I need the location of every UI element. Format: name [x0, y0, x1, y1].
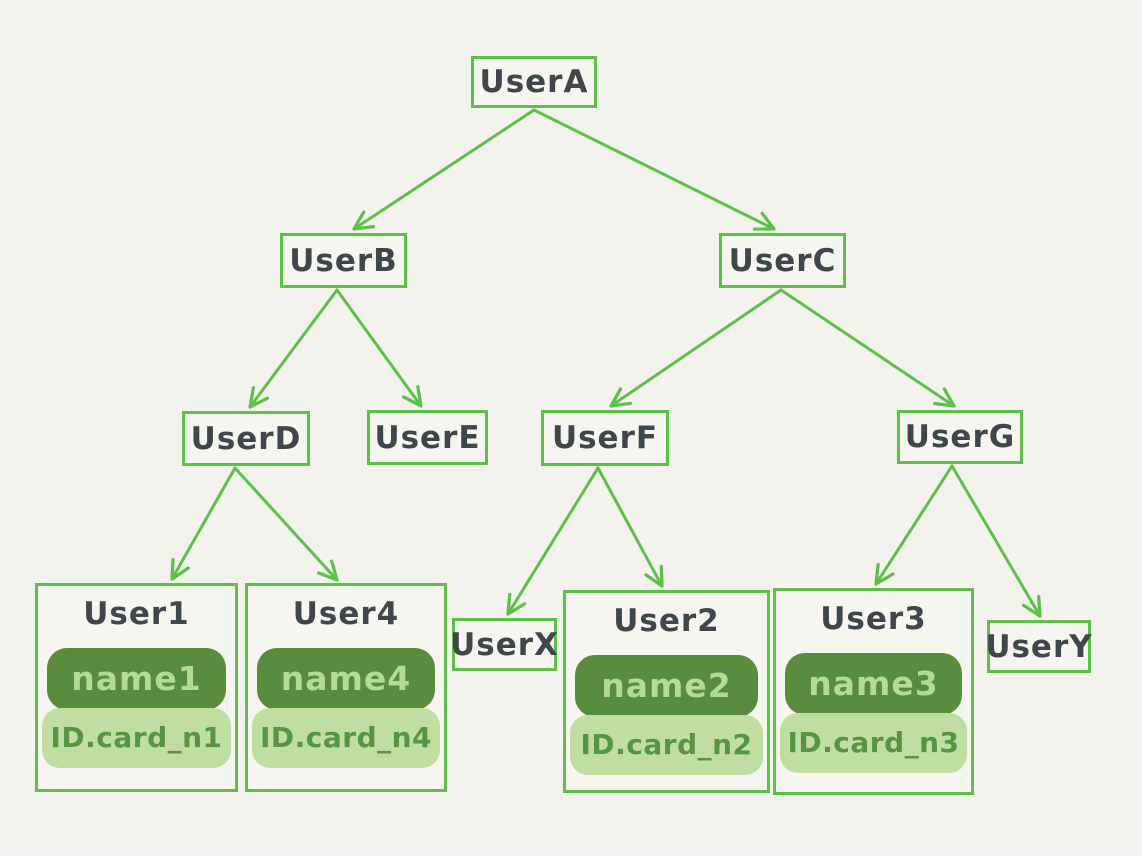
node-usere: UserE [367, 410, 488, 465]
edge-UserB-UserD [248, 288, 339, 409]
node-userb: UserB [280, 233, 407, 288]
card-user1-name-pill: name1 [47, 648, 226, 710]
card-user3-idcard-pill: ID.card_n3 [780, 713, 967, 773]
card-user1: User1 name1 ID.card_n1 [35, 583, 238, 792]
node-userd: UserD [182, 411, 310, 466]
node-usera: UserA [471, 56, 597, 108]
edge-UserA-UserC [532, 108, 776, 231]
node-usery: UserY [985, 620, 1093, 673]
card-user1-idcard-pill: ID.card_n1 [42, 708, 231, 768]
edge-UserB-UserE [335, 288, 423, 408]
node-userb-label: UserB [289, 242, 398, 279]
node-userd-label: UserD [190, 420, 302, 457]
card-user4-name-pill: name4 [257, 648, 435, 710]
node-userf: UserF [541, 410, 669, 466]
edge-UserA-UserB [352, 108, 536, 231]
edge-UserC-UserG [779, 288, 956, 408]
card-user1-title: User1 [83, 596, 190, 632]
card-user2: User2 name2 ID.card_n2 [563, 590, 770, 793]
card-user3-title: User3 [820, 601, 927, 637]
card-user4-idcard-pill: ID.card_n4 [252, 708, 440, 768]
edge-UserD-User4 [233, 466, 339, 582]
node-usera-label: UserA [479, 64, 589, 100]
node-userx: UserX [450, 618, 559, 671]
node-usery-label: UserY [985, 628, 1093, 665]
edge-UserC-UserF [609, 288, 783, 408]
edge-UserD-User1 [170, 466, 237, 581]
node-userg: UserG [897, 410, 1023, 464]
edge-UserG-User3 [874, 464, 954, 586]
node-userg-label: UserG [904, 419, 1016, 455]
card-user2-name-pill: name2 [575, 655, 758, 717]
node-userc-label: UserC [728, 242, 837, 279]
node-usere-label: UserE [374, 419, 481, 456]
card-user4-title: User4 [292, 596, 400, 632]
node-userf-label: UserF [551, 420, 659, 456]
node-userx-label: UserX [450, 626, 559, 663]
card-user3-name-pill: name3 [785, 653, 962, 715]
card-user2-idcard-pill: ID.card_n2 [570, 715, 763, 775]
edge-UserF-User2 [596, 466, 664, 588]
card-user3: User3 name3 ID.card_n3 [773, 588, 974, 795]
card-user4: User4 name4 ID.card_n4 [245, 583, 447, 792]
card-user2-title: User2 [613, 603, 720, 639]
node-userc: UserC [719, 233, 846, 288]
